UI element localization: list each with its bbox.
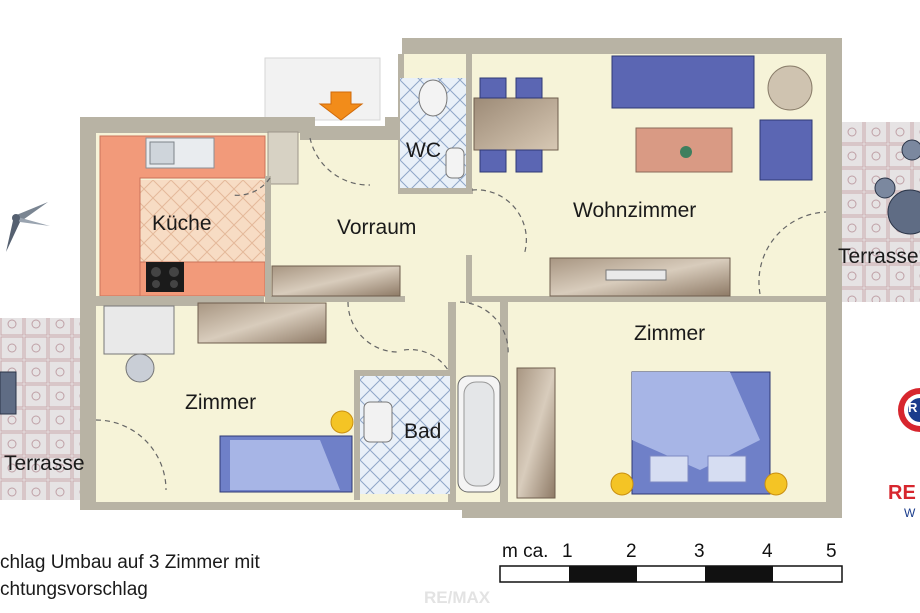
dining-table <box>473 97 559 151</box>
room-label-wc: WC <box>406 139 441 162</box>
room-label-terrasse-left: Terrasse <box>4 452 85 475</box>
desk-chair <box>125 353 155 383</box>
toilet <box>418 79 448 117</box>
room-label-zimmer-right: Zimmer <box>634 322 706 345</box>
lamp <box>330 410 354 434</box>
storage-units <box>197 257 731 499</box>
room-label-vorraum: Vorraum <box>337 216 417 239</box>
entrance-area <box>264 57 381 121</box>
caption-line-2: chtungsvorschlag <box>0 579 148 600</box>
dining-chairs <box>479 77 543 173</box>
logo-text: RE <box>888 482 916 504</box>
scale-tick-3: 3 <box>694 541 705 562</box>
scale-bar <box>499 565 843 583</box>
lamp <box>764 472 788 496</box>
scale-unit-label: m ca. <box>502 541 549 562</box>
room-label-terrasse-right: Terrasse <box>838 245 919 268</box>
bath-sink <box>363 401 393 443</box>
fridge-unit <box>267 131 299 185</box>
terrace-table <box>887 189 920 235</box>
compass-icon <box>6 202 50 252</box>
room-label-bad: Bad <box>404 420 442 443</box>
sink-basin <box>149 141 175 165</box>
logo-subtext: W <box>904 506 916 520</box>
remax-logo <box>898 388 920 432</box>
door-swings <box>95 137 827 491</box>
armchair <box>759 119 813 181</box>
wc-basin <box>445 147 465 179</box>
caption-line-1: chlag Umbau auf 3 Zimmer mit <box>0 552 260 573</box>
scale-tick-5: 5 <box>826 541 837 562</box>
scale-tick-4: 4 <box>762 541 773 562</box>
room-label-zimmer-left: Zimmer <box>185 391 257 414</box>
stove <box>146 262 184 292</box>
terrace-table-left <box>0 371 17 415</box>
entrance-arrow-icon <box>318 91 364 121</box>
logo-badge-letter: R <box>908 400 918 415</box>
scale-tick-1: 1 <box>562 541 573 562</box>
room-label-kueche: Küche <box>152 212 212 235</box>
watermark: RE/MAX <box>424 588 491 607</box>
sofa <box>611 55 755 109</box>
lamp <box>610 472 634 496</box>
scale-tick-2: 2 <box>626 541 637 562</box>
desk <box>103 305 175 355</box>
room-label-wohnzimmer: Wohnzimmer <box>573 199 697 222</box>
side-table <box>767 65 813 111</box>
